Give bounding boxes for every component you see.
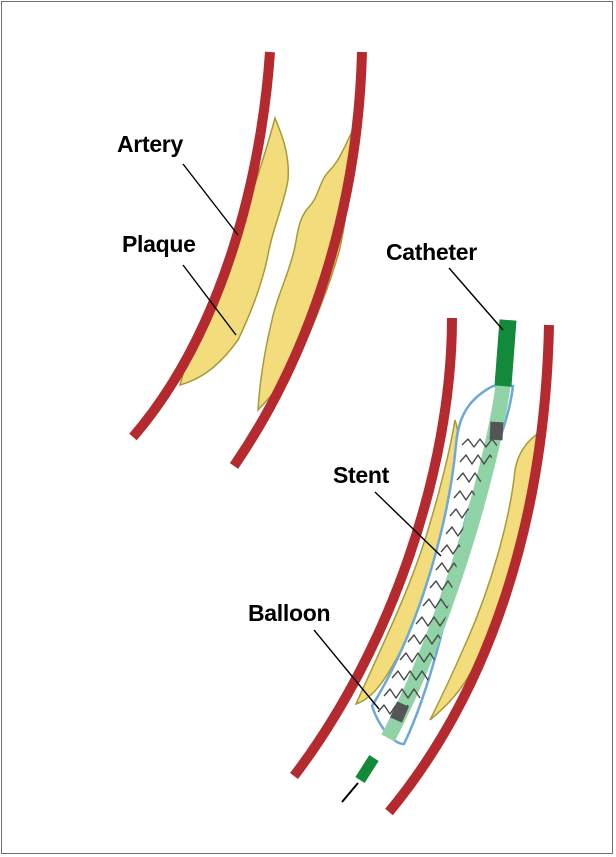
guidewire (342, 783, 358, 802)
artery-leader (183, 164, 238, 235)
label-stent: Stent (333, 462, 390, 488)
marker-band-bottom (396, 704, 403, 720)
catheter-tip (360, 758, 374, 780)
marker-band-top (496, 422, 497, 440)
artery-narrowed (133, 52, 362, 466)
catheter-leader (449, 268, 503, 330)
artery-wall-right-lower (389, 325, 549, 812)
label-balloon: Balloon (248, 600, 330, 626)
catheter-body (503, 320, 508, 386)
artery-with-stent (294, 318, 549, 812)
label-artery: Artery (117, 131, 183, 157)
label-plaque: Plaque (122, 231, 196, 257)
label-catheter: Catheter (386, 239, 477, 265)
